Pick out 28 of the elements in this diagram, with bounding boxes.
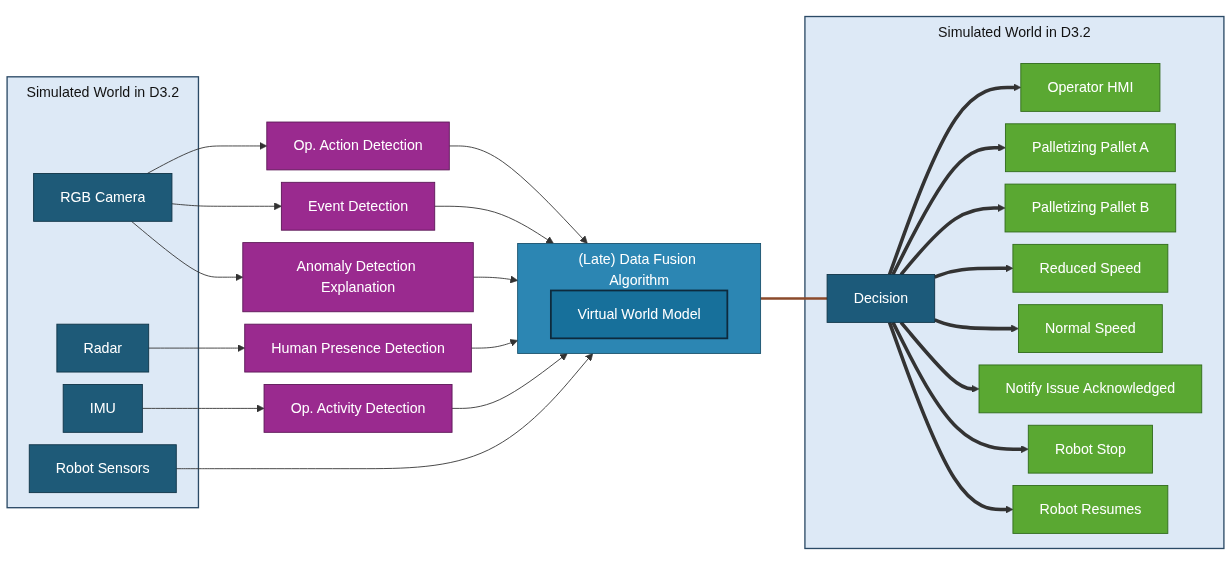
node-box: Op. Action Detection <box>266 121 450 171</box>
node-box: Human Presence Detection <box>244 323 472 373</box>
node-box: Palletizing Pallet A <box>1004 123 1176 173</box>
node-box: Decision <box>826 274 936 323</box>
connector <box>760 297 828 300</box>
arrow <box>891 321 1029 454</box>
node-box: Palletizing Pallet B <box>1004 183 1177 233</box>
node-box: Op. Activity Detection <box>263 384 453 433</box>
node-box: Anomaly Detection Explanation <box>242 242 474 313</box>
node-box: Notify Issue Acknowledged <box>978 364 1203 414</box>
arrow <box>934 318 1019 333</box>
arrow <box>891 143 1006 276</box>
node-box: Event Detection <box>280 181 436 231</box>
node-box: Radar <box>56 323 150 373</box>
arrow <box>934 264 1014 279</box>
node-box: RGB Camera <box>33 173 173 222</box>
arrow <box>887 321 1014 514</box>
node-box: Robot Stop <box>1027 424 1153 474</box>
node-box: IMU <box>62 384 143 433</box>
node-box: Normal Speed <box>1018 304 1163 353</box>
node-box: Robot Resumes <box>1012 485 1169 534</box>
arrow <box>899 204 1006 276</box>
node-box: Operator HMI <box>1020 63 1161 112</box>
node-box: Robot Sensors <box>28 444 177 494</box>
node-box: Reduced Speed <box>1012 243 1169 293</box>
arrow <box>899 321 980 393</box>
arrow <box>887 83 1022 276</box>
node-box: Virtual World Model <box>550 289 729 340</box>
